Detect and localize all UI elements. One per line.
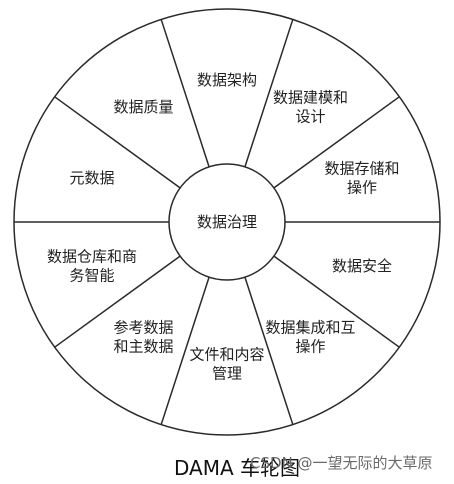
segment-label-reference: 参考数据和主数据 (114, 318, 174, 355)
spoke-line (273, 255, 400, 348)
segment-label-storage: 数据存储和操作 (325, 160, 400, 197)
segment-label-line: 设计 (295, 108, 325, 126)
spoke-line (54, 255, 181, 348)
spoke-line (54, 96, 181, 189)
spoke-line (273, 96, 400, 189)
segment-label-line: 数据存储和 (325, 160, 400, 178)
segment-label-metadata: 元数据 (69, 169, 114, 187)
segment-label-line: 和主数据 (114, 337, 174, 355)
segment-label-line: 操作 (295, 337, 325, 355)
spoke-line (244, 276, 294, 425)
spoke-line (160, 276, 210, 425)
segment-label-architecture: 数据架构 (197, 71, 257, 89)
segment-label-line: 元数据 (69, 169, 114, 187)
segment-label-line: 操作 (347, 179, 377, 197)
segment-labels-group: 数据架构数据建模和设计数据存储和操作数据安全数据集成和互操作文件和内容管理参考数… (47, 71, 400, 383)
spoke-line (244, 19, 294, 168)
segment-label-documents: 文件和内容管理 (189, 346, 264, 383)
segment-label-modeling: 数据建模和设计 (273, 89, 348, 126)
segment-label-line: 数据架构 (197, 71, 257, 89)
segment-label-line: 务智能 (69, 266, 114, 284)
segment-label-quality: 数据质量 (114, 98, 174, 116)
hub-circle (168, 163, 286, 281)
segment-label-line: 数据集成和互 (265, 318, 355, 336)
segment-label-warehouse: 数据仓库和商务智能 (47, 247, 137, 284)
segment-label-line: 管理 (212, 365, 242, 383)
watermark-text: CSDN @一望无际的大草原 (250, 454, 433, 472)
figure-caption: DAMA 车轮图 (173, 456, 300, 480)
spokes-group (14, 19, 440, 425)
segment-label-line: 数据质量 (114, 98, 174, 116)
segment-label-line: 数据安全 (332, 257, 392, 275)
segment-label-security: 数据安全 (332, 257, 392, 275)
segment-label-line: 参考数据 (114, 318, 174, 336)
hub-label: 数据治理 (197, 213, 257, 231)
segment-label-line: 数据建模和 (273, 89, 348, 107)
segment-label-line: 文件和内容 (189, 346, 264, 364)
segment-label-integration: 数据集成和互操作 (265, 318, 355, 355)
segment-label-line: 数据仓库和商 (47, 247, 137, 265)
spoke-line (160, 19, 210, 168)
